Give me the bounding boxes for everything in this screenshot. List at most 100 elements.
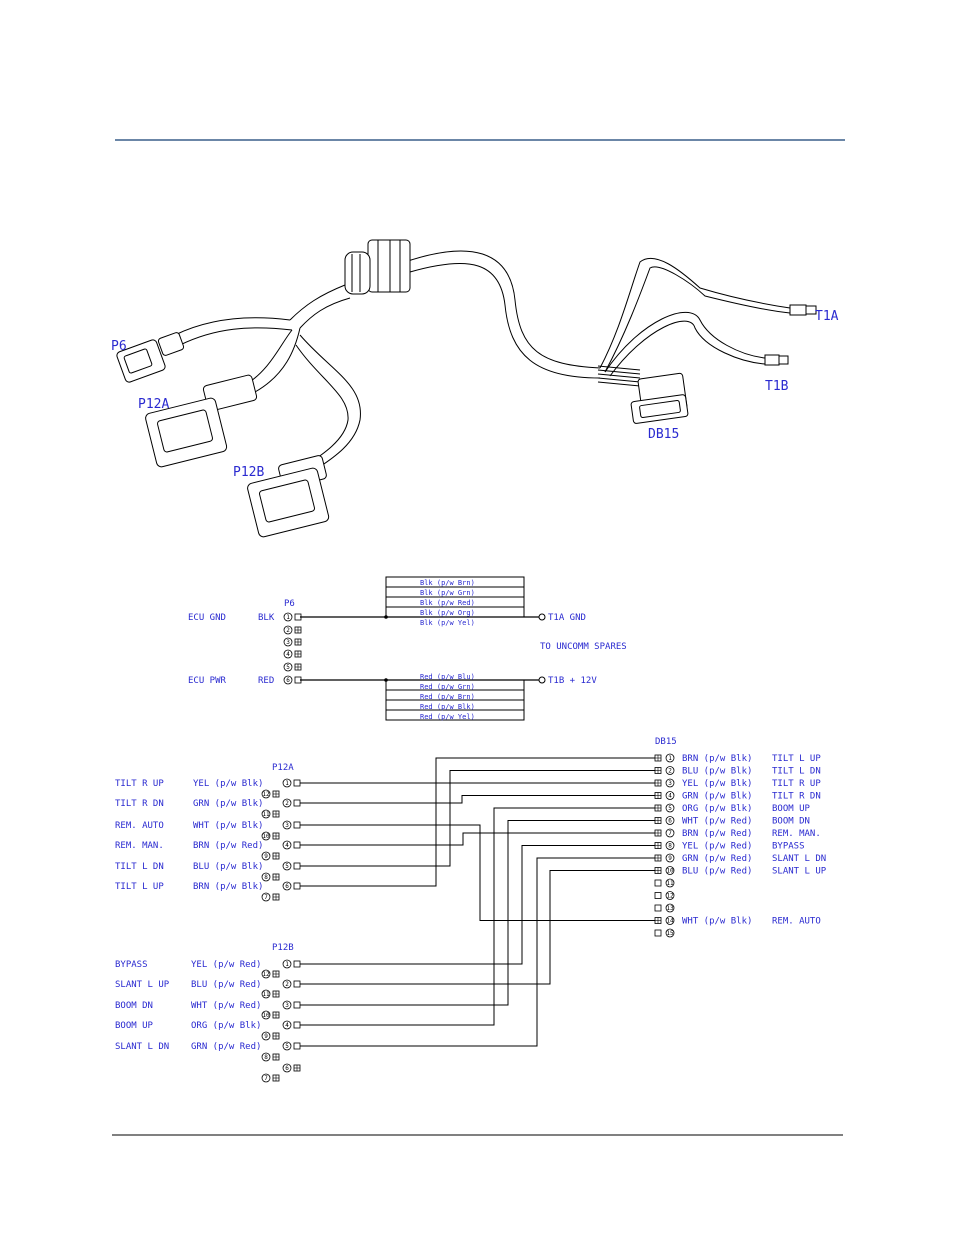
p12b-terminal — [293, 1021, 301, 1029]
db15-pin-3: 3 — [665, 778, 675, 788]
label-p12b: P12B — [233, 465, 264, 480]
pin-number: 12 — [262, 791, 270, 798]
p12b-spare-pin-12: 12 — [261, 969, 271, 979]
pin-number: 2 — [285, 981, 289, 988]
pin-number: 7 — [264, 894, 268, 901]
db15-pin-10: 10 — [665, 866, 675, 875]
db15-func-label: BOOM UP — [772, 804, 811, 814]
p6-terminal-5 — [294, 663, 302, 671]
pin-number: 4 — [668, 793, 672, 800]
p12b-pin-1: 1 — [282, 959, 292, 969]
p12a-spare-pin-10: 10 — [261, 831, 271, 841]
t1b-terminal — [764, 354, 789, 366]
pin-number: 7 — [668, 830, 672, 837]
pin-number: 5 — [286, 664, 290, 671]
p12b-pin-3: 3 — [282, 1000, 292, 1010]
p12a-func-label: TILT R UP — [115, 779, 164, 789]
label-db15: DB15 — [648, 427, 679, 442]
gnd-bus-wire: Blk (p/w Org) — [420, 609, 475, 617]
p12a-wire-label: BRN (p/w Red) — [193, 841, 263, 851]
p6-pin-6: 6 — [283, 675, 293, 685]
p12b-spare-pin-11: 11 — [261, 989, 271, 999]
p12b-spare-terminal — [272, 990, 280, 998]
p12b-wire-label: ORG (p/w Blk) — [191, 1021, 261, 1031]
p12a-wire-label: YEL (p/w Blk) — [193, 779, 263, 789]
pin-number: 6 — [668, 818, 672, 825]
db15-wire-label: BRN (p/w Blk) — [682, 754, 752, 764]
p12a-pin-2: 2 — [282, 798, 292, 808]
gnd-bus-wire: Blk (p/w Yel) — [420, 619, 475, 627]
p12a-pin-4: 4 — [282, 840, 292, 850]
pin-number: 9 — [668, 855, 672, 862]
p12b-pin-2: 2 — [282, 979, 292, 989]
p12a-spare-pin-9: 9 — [261, 851, 271, 861]
pin-number: 11 — [262, 991, 270, 998]
pin-number: 10 — [262, 1012, 270, 1019]
pwr-bus-wire: Red (p/w Grn) — [420, 683, 475, 691]
gnd-bus-wire: Blk (p/w Red) — [420, 599, 475, 607]
pin-number: 2 — [286, 627, 290, 634]
db15-pin-5: 5 — [665, 803, 675, 813]
db15-pin-7: 7 — [665, 828, 675, 838]
p12b-terminal — [293, 1001, 301, 1009]
db15-func-label: SLANT L UP — [772, 867, 827, 877]
pin-number: 5 — [285, 1043, 289, 1050]
label-p12a: P12A — [138, 397, 169, 412]
p6-pin-3: 3 — [283, 637, 293, 647]
pin-number: 6 — [285, 1065, 289, 1072]
p6-pin-4: 4 — [283, 649, 293, 659]
p12b-spare-pin-8: 8 — [261, 1052, 271, 1062]
p12b-func-label: BOOM DN — [115, 1001, 153, 1011]
p12a-terminal — [293, 882, 301, 890]
db15-wire-label: BRN (p/w Red) — [682, 829, 752, 839]
db15-wire-label: ORG (p/w Blk) — [682, 804, 752, 814]
db15-pin-1: 1 — [665, 753, 675, 763]
db15-wire-label: YEL (p/w Red) — [682, 842, 752, 852]
harness-illustration: P6 P12A P12B DB15 T1A T1B — [111, 239, 839, 538]
pin-number: 4 — [285, 842, 289, 849]
pin-number: 7 — [264, 1075, 268, 1082]
p12a-spare-pin-11: 11 — [261, 809, 271, 819]
p12b-connector — [247, 455, 330, 538]
pwr-color-label: RED — [258, 676, 274, 686]
p12a-pin-3: 3 — [282, 820, 292, 830]
db15-terminal-15 — [654, 929, 662, 937]
pin-number: 13 — [666, 905, 674, 912]
pin-number: 3 — [285, 822, 289, 829]
p12b-terminal — [293, 1042, 301, 1050]
p6-pin-5: 5 — [283, 662, 293, 672]
wire-route-db15-10 — [300, 870, 655, 985]
db15-terminal-11 — [654, 879, 662, 887]
p6-terminal-3 — [294, 638, 302, 646]
p6-pin-1: 1 — [283, 612, 293, 622]
db15-func-label: BOOM DN — [772, 817, 810, 827]
pin-number: 2 — [668, 768, 672, 775]
p12a-wire-label: BRN (p/w Blk) — [193, 882, 263, 892]
p12a-spare-terminal — [272, 873, 280, 881]
p6-terminal-2 — [294, 626, 302, 634]
db15-func-label: REM. AUTO — [772, 917, 821, 927]
p12a-wire-label: WHT (p/w Blk) — [193, 821, 263, 831]
db15-wire-label: BLU (p/w Blk) — [682, 767, 752, 777]
p12a-wire-label: BLU (p/w Blk) — [193, 862, 263, 872]
db15-wire-label: BLU (p/w Red) — [682, 867, 752, 877]
p12a-wire-label: GRN (p/w Blk) — [193, 799, 263, 809]
p12b-func-label: SLANT L DN — [115, 1042, 169, 1052]
db15-func-label: TILT R UP — [772, 779, 821, 789]
p12b-func-label: BOOM UP — [115, 1021, 154, 1031]
pin-number: 1 — [285, 961, 289, 968]
p6-title: P6 — [284, 599, 295, 609]
pin-number: 10 — [262, 833, 270, 840]
spares-label: TO UNCOMM SPARES — [540, 642, 627, 652]
pin-number: 6 — [286, 677, 290, 684]
label-p6: P6 — [111, 339, 127, 354]
db15-func-label: SLANT L DN — [772, 854, 826, 864]
p12b-terminal — [293, 980, 301, 988]
db15-fanout — [597, 365, 641, 387]
db15-terminal-13 — [654, 904, 662, 912]
p12b-wire-label: BLU (p/w Red) — [191, 980, 261, 990]
p12a-spare-terminal — [272, 832, 280, 840]
pin-number: 4 — [285, 1022, 289, 1029]
